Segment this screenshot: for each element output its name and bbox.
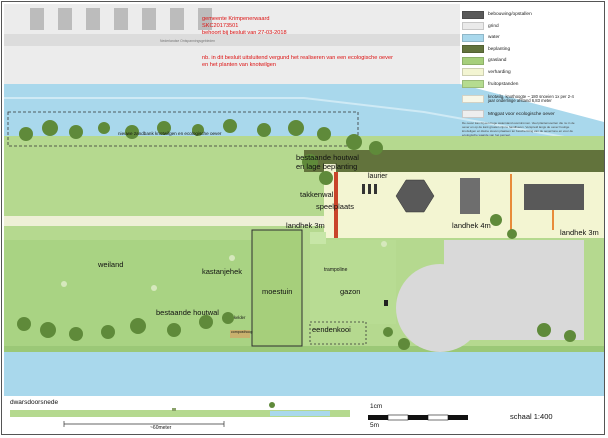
map-legend: bebouwing/opstallen grind water beplanti… [462, 10, 602, 138]
legend-swatch-ecobank [462, 110, 484, 119]
cross-section-title: dwarsdoorsnede [10, 399, 59, 406]
laurier-posts [362, 184, 377, 194]
hedgerow-trees [17, 119, 576, 350]
scale-ratio: schaal 1:400 [510, 412, 553, 421]
site-plan-map: gemeente Krimpenerwaard SKC20173501 beho… [4, 4, 604, 396]
label-takkenwal: takkenwal [300, 190, 334, 199]
scale-segment-1 [368, 415, 388, 420]
neighbouring-buildings [30, 8, 212, 30]
legend-swatch-willow [462, 95, 484, 104]
permit-note-line1: nb. in dit besluit uitsluitend vergund h… [202, 55, 393, 61]
label-kelder: kelder [234, 315, 246, 320]
scale-segment-3 [408, 415, 428, 420]
trampoline-pad [310, 232, 326, 244]
legend-swatch-grassland [462, 56, 484, 65]
house-building [524, 184, 584, 210]
label-hedgerow-top-2: en lage beplanting [296, 162, 358, 171]
label-gazon: gazon [340, 287, 361, 296]
scale-segment-4 [427, 414, 449, 421]
cross-section-drawing [10, 402, 350, 427]
shed-building [460, 178, 480, 214]
label-laurier: laurier [368, 173, 388, 180]
legend-item-ecobank: Mngpat voor ecologische oever [462, 110, 602, 119]
label-moestuin: moestuin [262, 287, 293, 296]
legend-swatch-gravel [462, 22, 484, 31]
top-planting [304, 150, 604, 172]
water-reflection [4, 97, 604, 145]
legend-item-gravel: grind [462, 22, 602, 31]
hexagon-shed [395, 179, 435, 213]
eendenkooi-area [309, 321, 367, 345]
legend-item-water: water [462, 33, 602, 42]
cross-section: dwarsdoorsnede ~60meter [8, 396, 358, 436]
legend-swatch-planting [462, 45, 484, 54]
legend-swatch-buildings [462, 10, 484, 19]
gravel-yard [444, 240, 584, 340]
label-composthoop: composthoop [231, 330, 253, 334]
section-water [270, 411, 330, 416]
legend-swatch-paving [462, 68, 484, 77]
legend-item-planting: beplanting [462, 45, 602, 54]
label-speelplaats: speelplaats [316, 202, 354, 211]
case-number: SKC20173501 [202, 23, 239, 29]
scale-unit-bottom: 5m [370, 422, 380, 429]
canal-water [4, 84, 604, 164]
takkenwal-stripe [334, 172, 338, 238]
label-trampoline: trampoline [324, 267, 348, 273]
legend-item-willow: knotwilg, knothoogte ~ 180 snoeien 1x pe… [462, 91, 602, 107]
small-structure [384, 300, 388, 306]
legend-item-buildings: bebouwing/opstallen [462, 10, 602, 19]
fence-marker-2 [552, 204, 554, 230]
road [4, 34, 460, 46]
lower-bank [4, 346, 604, 352]
label-landhek-3m-left: landhek 3m [286, 221, 325, 230]
cross-section-width: ~60meter [150, 425, 172, 431]
legend-fine-print: De oever kan bij een hoge waterstand ove… [462, 121, 575, 138]
section-tree [269, 402, 275, 408]
lower-water [4, 350, 604, 396]
label-weiland: weiland [98, 260, 124, 269]
legend-swatch-water [462, 33, 484, 42]
fence-marker-1 [510, 174, 512, 230]
section-grass [10, 410, 350, 417]
municipality-note: gemeente Krimpenerwaard [202, 16, 270, 22]
scale-bar-drawing [368, 414, 468, 421]
legend-swatch-fruit [462, 80, 484, 89]
gazon-lawn [310, 240, 396, 324]
decision-date: behoort bij besluit van 27-03-2018 [202, 30, 287, 36]
section-willow [172, 408, 176, 411]
moestuin-plot [251, 229, 303, 347]
legend-item-fruit: fruitopstanden [462, 80, 602, 89]
site-plan-drawing [4, 4, 604, 396]
label-landhek-3m-right: landhek 3m [560, 228, 599, 237]
label-hedgerow-bottom: bestaande houtwal [156, 308, 219, 317]
permit-note-line2: en het planten van knotwilgen [202, 62, 277, 68]
legend-item-paving: verharding [462, 68, 602, 77]
label-kastanjehek: kastanjehek [202, 267, 243, 276]
young-willows [61, 241, 387, 291]
composthoop-box [230, 330, 250, 338]
label-ecological-bank: nieuwe zandbank knotwilgen en ecologisch… [118, 131, 222, 136]
scale-bar: 1cm 5m schaal 1:400 [368, 403, 593, 432]
label-eendenkooi: eendenkooi [312, 325, 351, 334]
scale-unit-top: 1cm [370, 403, 383, 410]
path-strip [4, 216, 324, 226]
scale-segment-2 [387, 414, 409, 421]
label-landhek-4m: landhek 4m [452, 221, 491, 230]
ecological-bank-zone [7, 111, 359, 147]
label-hedgerow-top-1: bestaande houtwal [296, 153, 359, 162]
road-caption: Nederlandse Ontspanningsgebieden [160, 39, 216, 43]
scale-segment-5 [448, 415, 468, 420]
legend-item-grassland: grasland [462, 56, 602, 65]
